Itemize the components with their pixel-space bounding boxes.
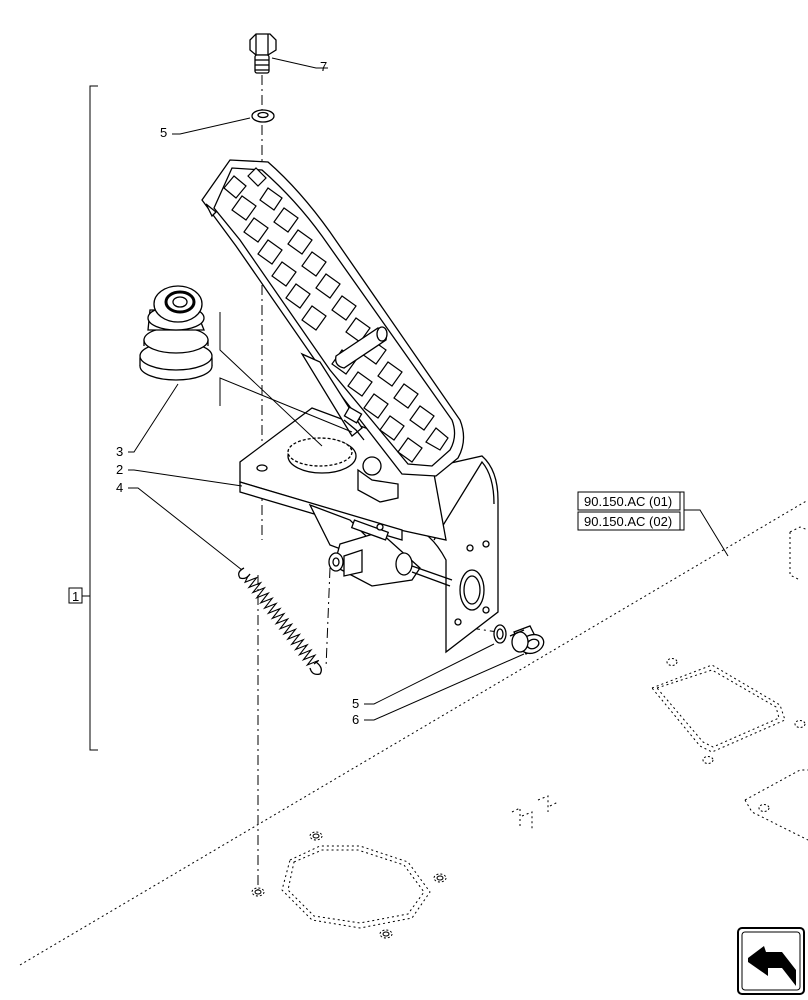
return-spring	[238, 567, 322, 676]
washer-top	[251, 109, 275, 123]
cross-references: 90.150.AC (01) 90.150.AC (02)	[577, 491, 685, 531]
reference-label-2: 90.150.AC (02)	[584, 514, 672, 529]
floor-holes	[251, 658, 806, 939]
pivot-pin	[509, 625, 545, 655]
octagon-cutout-inner	[287, 849, 425, 924]
side-cutout	[744, 769, 808, 841]
callout-2: 2	[116, 462, 123, 477]
floor-plate	[19, 499, 808, 966]
bolt	[249, 33, 277, 74]
callout-6: 6	[352, 712, 359, 727]
callout-3: 3	[116, 444, 123, 459]
reference-label-1: 90.150.AC (01)	[584, 494, 672, 509]
corner-cutout	[789, 526, 808, 581]
octagon-cutout	[281, 845, 431, 929]
callout-1-box	[68, 587, 83, 604]
callout-5-bottom: 5	[352, 696, 359, 711]
reference-link-2[interactable]: 90.150.AC (02)	[577, 511, 681, 531]
square-cutout	[651, 664, 786, 753]
callout-7: 7	[320, 59, 327, 74]
callout-1: 1	[72, 589, 79, 604]
reference-link-1[interactable]: 90.150.AC (01)	[577, 491, 681, 511]
callouts: 7 5 3 2 4 1 5 6	[68, 59, 359, 727]
washer-bottom	[493, 624, 507, 644]
floor-marks	[511, 795, 559, 830]
pedal	[201, 159, 465, 503]
rubber-bumper	[139, 285, 213, 381]
pedal-linkage	[328, 519, 453, 587]
pedal-treads	[223, 167, 449, 463]
callout-5-top: 5	[160, 125, 167, 140]
square-cutout-inner	[656, 669, 780, 748]
callout-4: 4	[116, 480, 123, 495]
next-page-arrow-icon[interactable]	[737, 927, 805, 995]
leader-lines	[82, 57, 729, 751]
spring-coils	[244, 575, 320, 667]
